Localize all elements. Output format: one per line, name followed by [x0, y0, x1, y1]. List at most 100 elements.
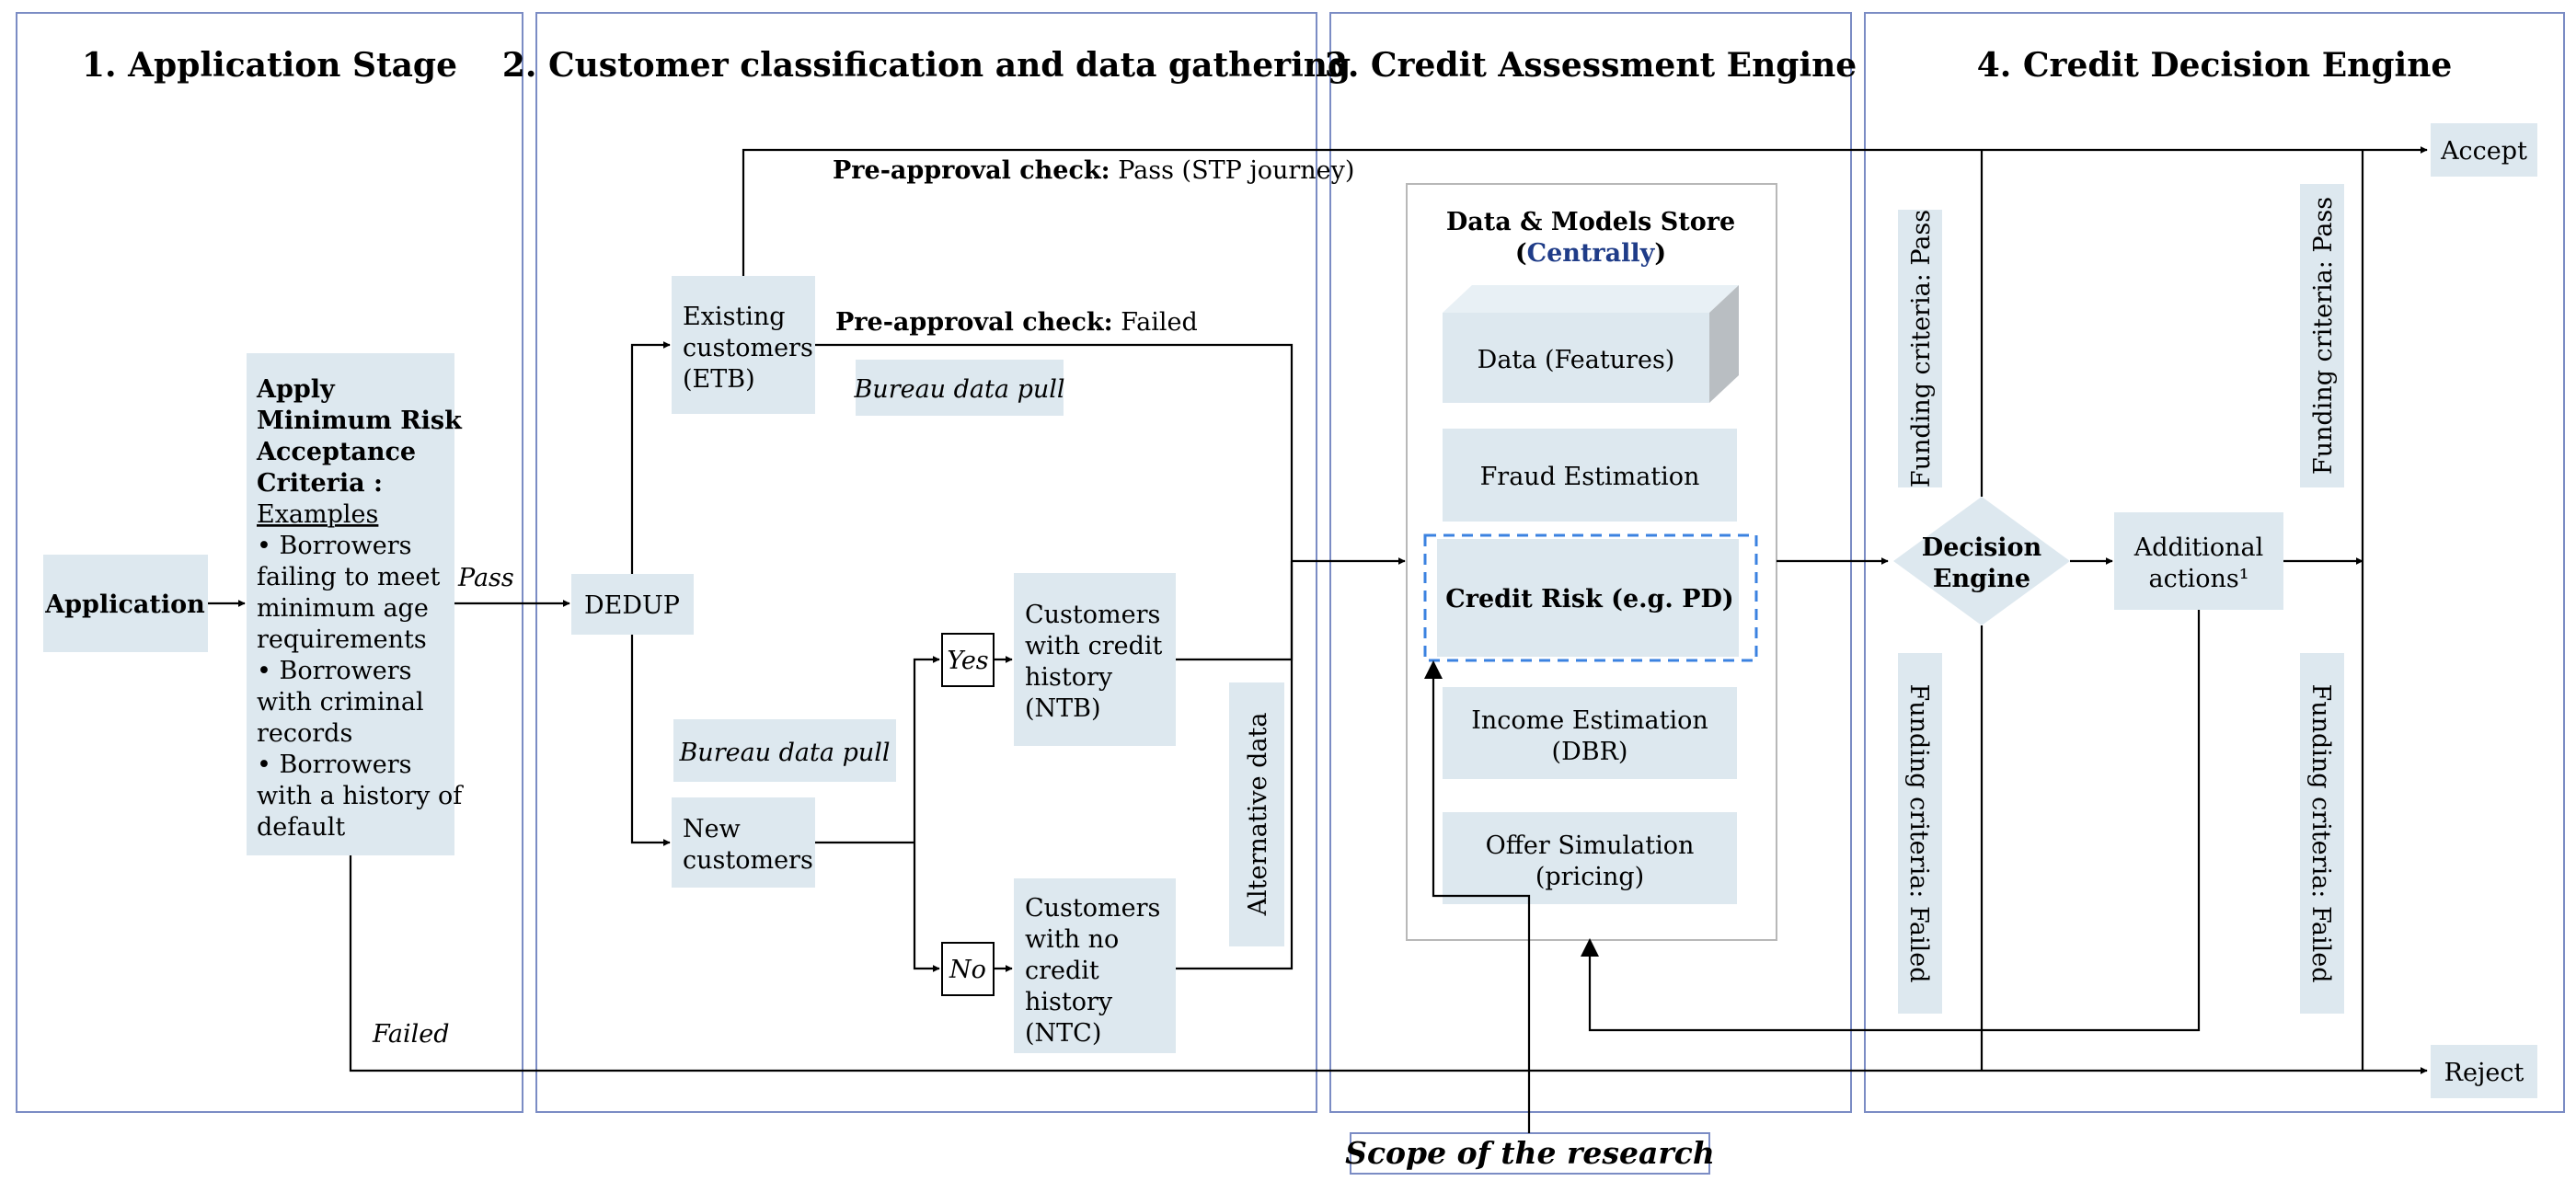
- edge-preapproval-pass-accept: [742, 146, 2428, 276]
- edge-preapproval-failed: [815, 343, 1294, 561]
- application-box: [43, 555, 208, 652]
- funding-failed-1-label: Funding criteria: Failed: [1904, 683, 1933, 982]
- offer-box: [1443, 812, 1737, 904]
- decision-line-1: Decision: [1922, 533, 2042, 562]
- criteria-line-15: default: [257, 813, 345, 842]
- store-paren-open: (: [1515, 239, 1527, 268]
- funding-pass-1-label: Funding criteria: Pass: [1907, 210, 1936, 487]
- edge-scope-pointer: [1424, 660, 1531, 1133]
- ntb-line-1: Customers: [1025, 601, 1160, 629]
- funding-failed-2-box: [2300, 653, 2344, 1014]
- shaded-boxes: [43, 123, 2537, 1098]
- ntb-line-4: (NTB): [1025, 694, 1101, 723]
- ntc-line-4: history: [1025, 988, 1113, 1016]
- no-label: No: [949, 956, 986, 984]
- store-centrally: Centrally: [1527, 239, 1656, 268]
- failed-label: Failed: [372, 1020, 450, 1049]
- reject-label: Reject: [2444, 1059, 2524, 1087]
- store-paren-close: ): [1654, 239, 1666, 268]
- offer-line-1: Offer Simulation: [1486, 831, 1695, 860]
- ntc-line-5: (NTC): [1025, 1019, 1101, 1048]
- no-box: [941, 942, 995, 996]
- data-features-front-face: [1443, 313, 1709, 403]
- preapproval-failed-text: Pre-approval check: Failed: [835, 308, 1198, 337]
- accept-box: [2431, 123, 2537, 177]
- stage-2-panel: [535, 12, 1317, 1113]
- criteria-line-4: Criteria :: [257, 469, 383, 498]
- funding-pass-2-label: Funding criteria: Pass: [2309, 197, 2338, 475]
- data-features-label: Data (Features): [1478, 346, 1675, 374]
- criteria-box: [247, 353, 454, 855]
- alt-data-label: Alternative data: [1244, 713, 1272, 917]
- data-features-top-face: [1443, 285, 1739, 313]
- criteria-line-6: • Borrowers: [257, 532, 412, 560]
- store-title: Data & Models Store: [1446, 208, 1735, 236]
- stage-4-title: 4. Credit Decision Engine: [1977, 46, 2453, 85]
- criteria-line-10: • Borrowers: [257, 657, 412, 685]
- bureau-pull-1-label: Bureau data pull: [853, 375, 1064, 404]
- ntb-line-2: with credit: [1025, 632, 1162, 660]
- new-line-1: New: [683, 815, 741, 843]
- edge-split-no: [913, 843, 940, 972]
- criteria-line-9: requirements: [257, 625, 427, 654]
- fraud-label: Fraud Estimation: [1480, 463, 1700, 491]
- data-features-side-face: [1709, 285, 1739, 403]
- ntc-line-2: with no: [1025, 925, 1119, 954]
- fraud-box: [1443, 429, 1737, 522]
- store-subtitle: (Centrally): [1515, 239, 1666, 268]
- income-box: [1443, 687, 1737, 779]
- accept-label: Accept: [2440, 137, 2527, 166]
- yes-box: [941, 633, 995, 687]
- stage-4-panel: [1864, 12, 2565, 1113]
- credit-risk-dashed-border: [1423, 533, 1758, 662]
- ntc-line-1: Customers: [1025, 894, 1160, 923]
- scope-label: Scope of the research: [1345, 1135, 1715, 1171]
- criteria-line-7: failing to meet: [257, 563, 440, 591]
- funding-pass-2-box: [2300, 184, 2344, 487]
- credit-risk-box: [1437, 539, 1739, 657]
- funding-pass-1-box: [1898, 210, 1942, 487]
- funding-failed-2-label: Funding criteria: Failed: [2306, 683, 2335, 982]
- criteria-line-3: Acceptance: [256, 438, 416, 466]
- ntc-box: [1014, 878, 1176, 1053]
- bureau-pull-2-label: Bureau data pull: [678, 739, 890, 767]
- additional-line-1: Additional: [2133, 533, 2264, 562]
- income-line-1: Income Estimation: [1471, 706, 1708, 735]
- new-customers-box: [672, 797, 815, 888]
- edge-failed-reject: [349, 855, 2428, 1074]
- new-line-2: customers: [683, 846, 813, 875]
- existing-line-3: (ETB): [683, 365, 755, 394]
- additional-box: [2114, 512, 2283, 610]
- criteria-line-1: Apply: [256, 375, 336, 404]
- preapproval-failed-rest: Failed: [1113, 308, 1198, 337]
- dedup-box: [571, 574, 694, 635]
- stage-1-panel: [16, 12, 523, 1113]
- decision-line-2: Engine: [1933, 565, 2030, 593]
- bureau-pull-2-box: [673, 719, 896, 782]
- criteria-line-2: Minimum Risk: [257, 407, 463, 435]
- edge-split-yes: [913, 656, 940, 843]
- credit-risk-label: Credit Risk (e.g. PD): [1445, 585, 1733, 613]
- income-line-2: (DBR): [1552, 738, 1628, 766]
- criteria-line-8: minimum age: [257, 594, 429, 623]
- ntb-box: [1014, 573, 1176, 746]
- edge-additional-feedback: [1581, 610, 2201, 1032]
- pass-label: Pass: [457, 564, 514, 592]
- application-label: Application: [44, 590, 205, 619]
- stage-3-panel: [1329, 12, 1852, 1113]
- ntc-line-3: credit: [1025, 957, 1099, 985]
- preapproval-pass-bold: Pre-approval check:: [833, 156, 1110, 185]
- preapproval-pass-rest: Pass (STP journey): [1110, 156, 1355, 185]
- criteria-line-11: with criminal: [257, 688, 424, 717]
- scope-box: [1350, 1132, 1710, 1175]
- existing-line-1: Existing: [683, 303, 786, 331]
- additional-line-2: actions¹: [2148, 565, 2248, 593]
- alt-data-box: [1229, 682, 1284, 946]
- existing-line-2: customers: [683, 334, 813, 362]
- ntb-line-3: history: [1025, 663, 1113, 692]
- edge-ntb-merge: [1176, 561, 1294, 661]
- funding-failed-1-box: [1898, 653, 1942, 1014]
- preapproval-pass-text: Pre-approval check: Pass (STP journey): [833, 156, 1354, 185]
- criteria-line-12: records: [257, 719, 352, 748]
